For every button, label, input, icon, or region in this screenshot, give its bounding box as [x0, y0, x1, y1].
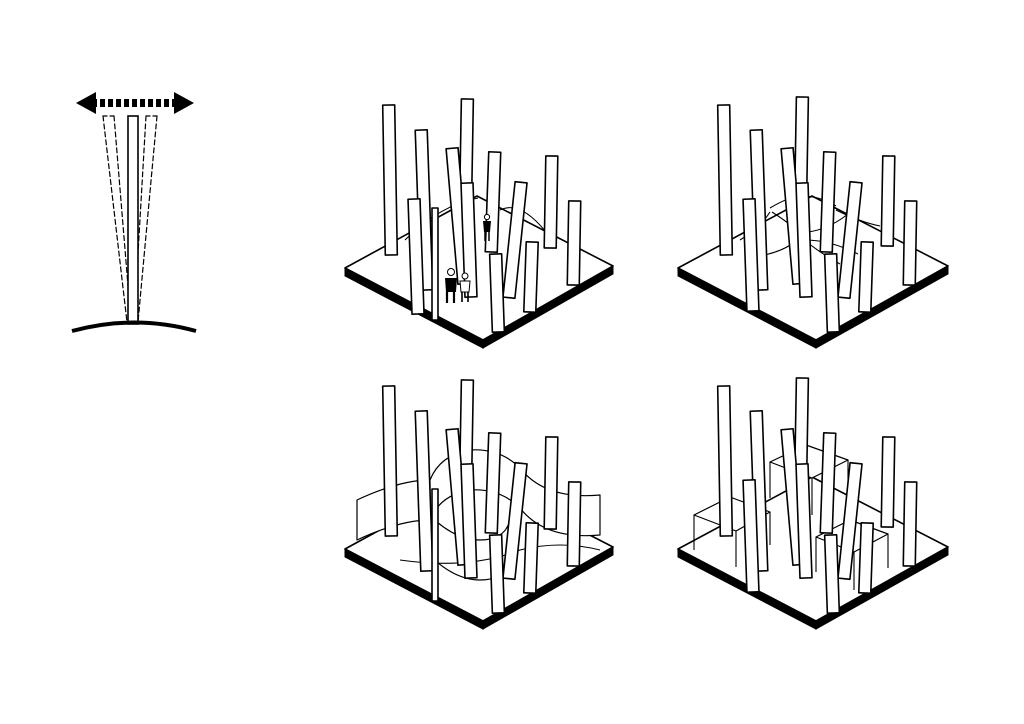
pillar [460, 182, 478, 298]
grid-membrane [677, 96, 949, 349]
pillar [857, 522, 875, 594]
pillar [566, 481, 582, 567]
pillar [522, 241, 540, 313]
pillar [880, 436, 896, 528]
grid-people [344, 98, 614, 349]
pillar [488, 534, 506, 614]
pillar [502, 461, 528, 581]
pillar [742, 198, 760, 312]
grid-walls [344, 379, 614, 630]
pillar [460, 463, 478, 579]
double-headed-arrow-icon [76, 92, 194, 114]
pillar [543, 155, 559, 249]
pillar [857, 241, 875, 313]
pillar [819, 432, 837, 534]
pillar [414, 410, 434, 572]
pillar [716, 385, 734, 537]
pillar [902, 481, 918, 567]
pillars [381, 379, 582, 614]
pillar [795, 463, 813, 579]
pillar [823, 534, 841, 614]
person-icon [445, 268, 457, 303]
pillar [819, 151, 837, 253]
pillar [381, 385, 399, 537]
pillar [823, 253, 841, 333]
pillars [381, 98, 582, 333]
pillar [880, 155, 896, 247]
pillar [902, 200, 918, 286]
pillar [484, 151, 502, 253]
person-icon [459, 272, 471, 302]
pillar [407, 198, 425, 315]
pillar [837, 461, 863, 581]
pillar [488, 253, 506, 333]
pillar [716, 104, 734, 256]
pillar [795, 182, 813, 298]
pillar [566, 200, 582, 286]
pillar [431, 488, 439, 602]
curved-ground [71, 320, 197, 333]
pillars [716, 96, 918, 333]
pillar [484, 432, 502, 534]
pillar [543, 436, 559, 530]
pillar [522, 522, 540, 594]
pillar [502, 180, 528, 300]
pillar [381, 104, 399, 256]
pillars [716, 377, 918, 614]
person-icon [483, 213, 491, 241]
person-figures [445, 213, 491, 303]
pillar [127, 115, 139, 325]
pillar [742, 479, 760, 593]
grid-canopies [677, 377, 949, 630]
pillar-sway-diagram [71, 92, 197, 333]
pillar [431, 207, 439, 321]
sway-outline-left [102, 115, 132, 323]
pillar [837, 180, 863, 300]
